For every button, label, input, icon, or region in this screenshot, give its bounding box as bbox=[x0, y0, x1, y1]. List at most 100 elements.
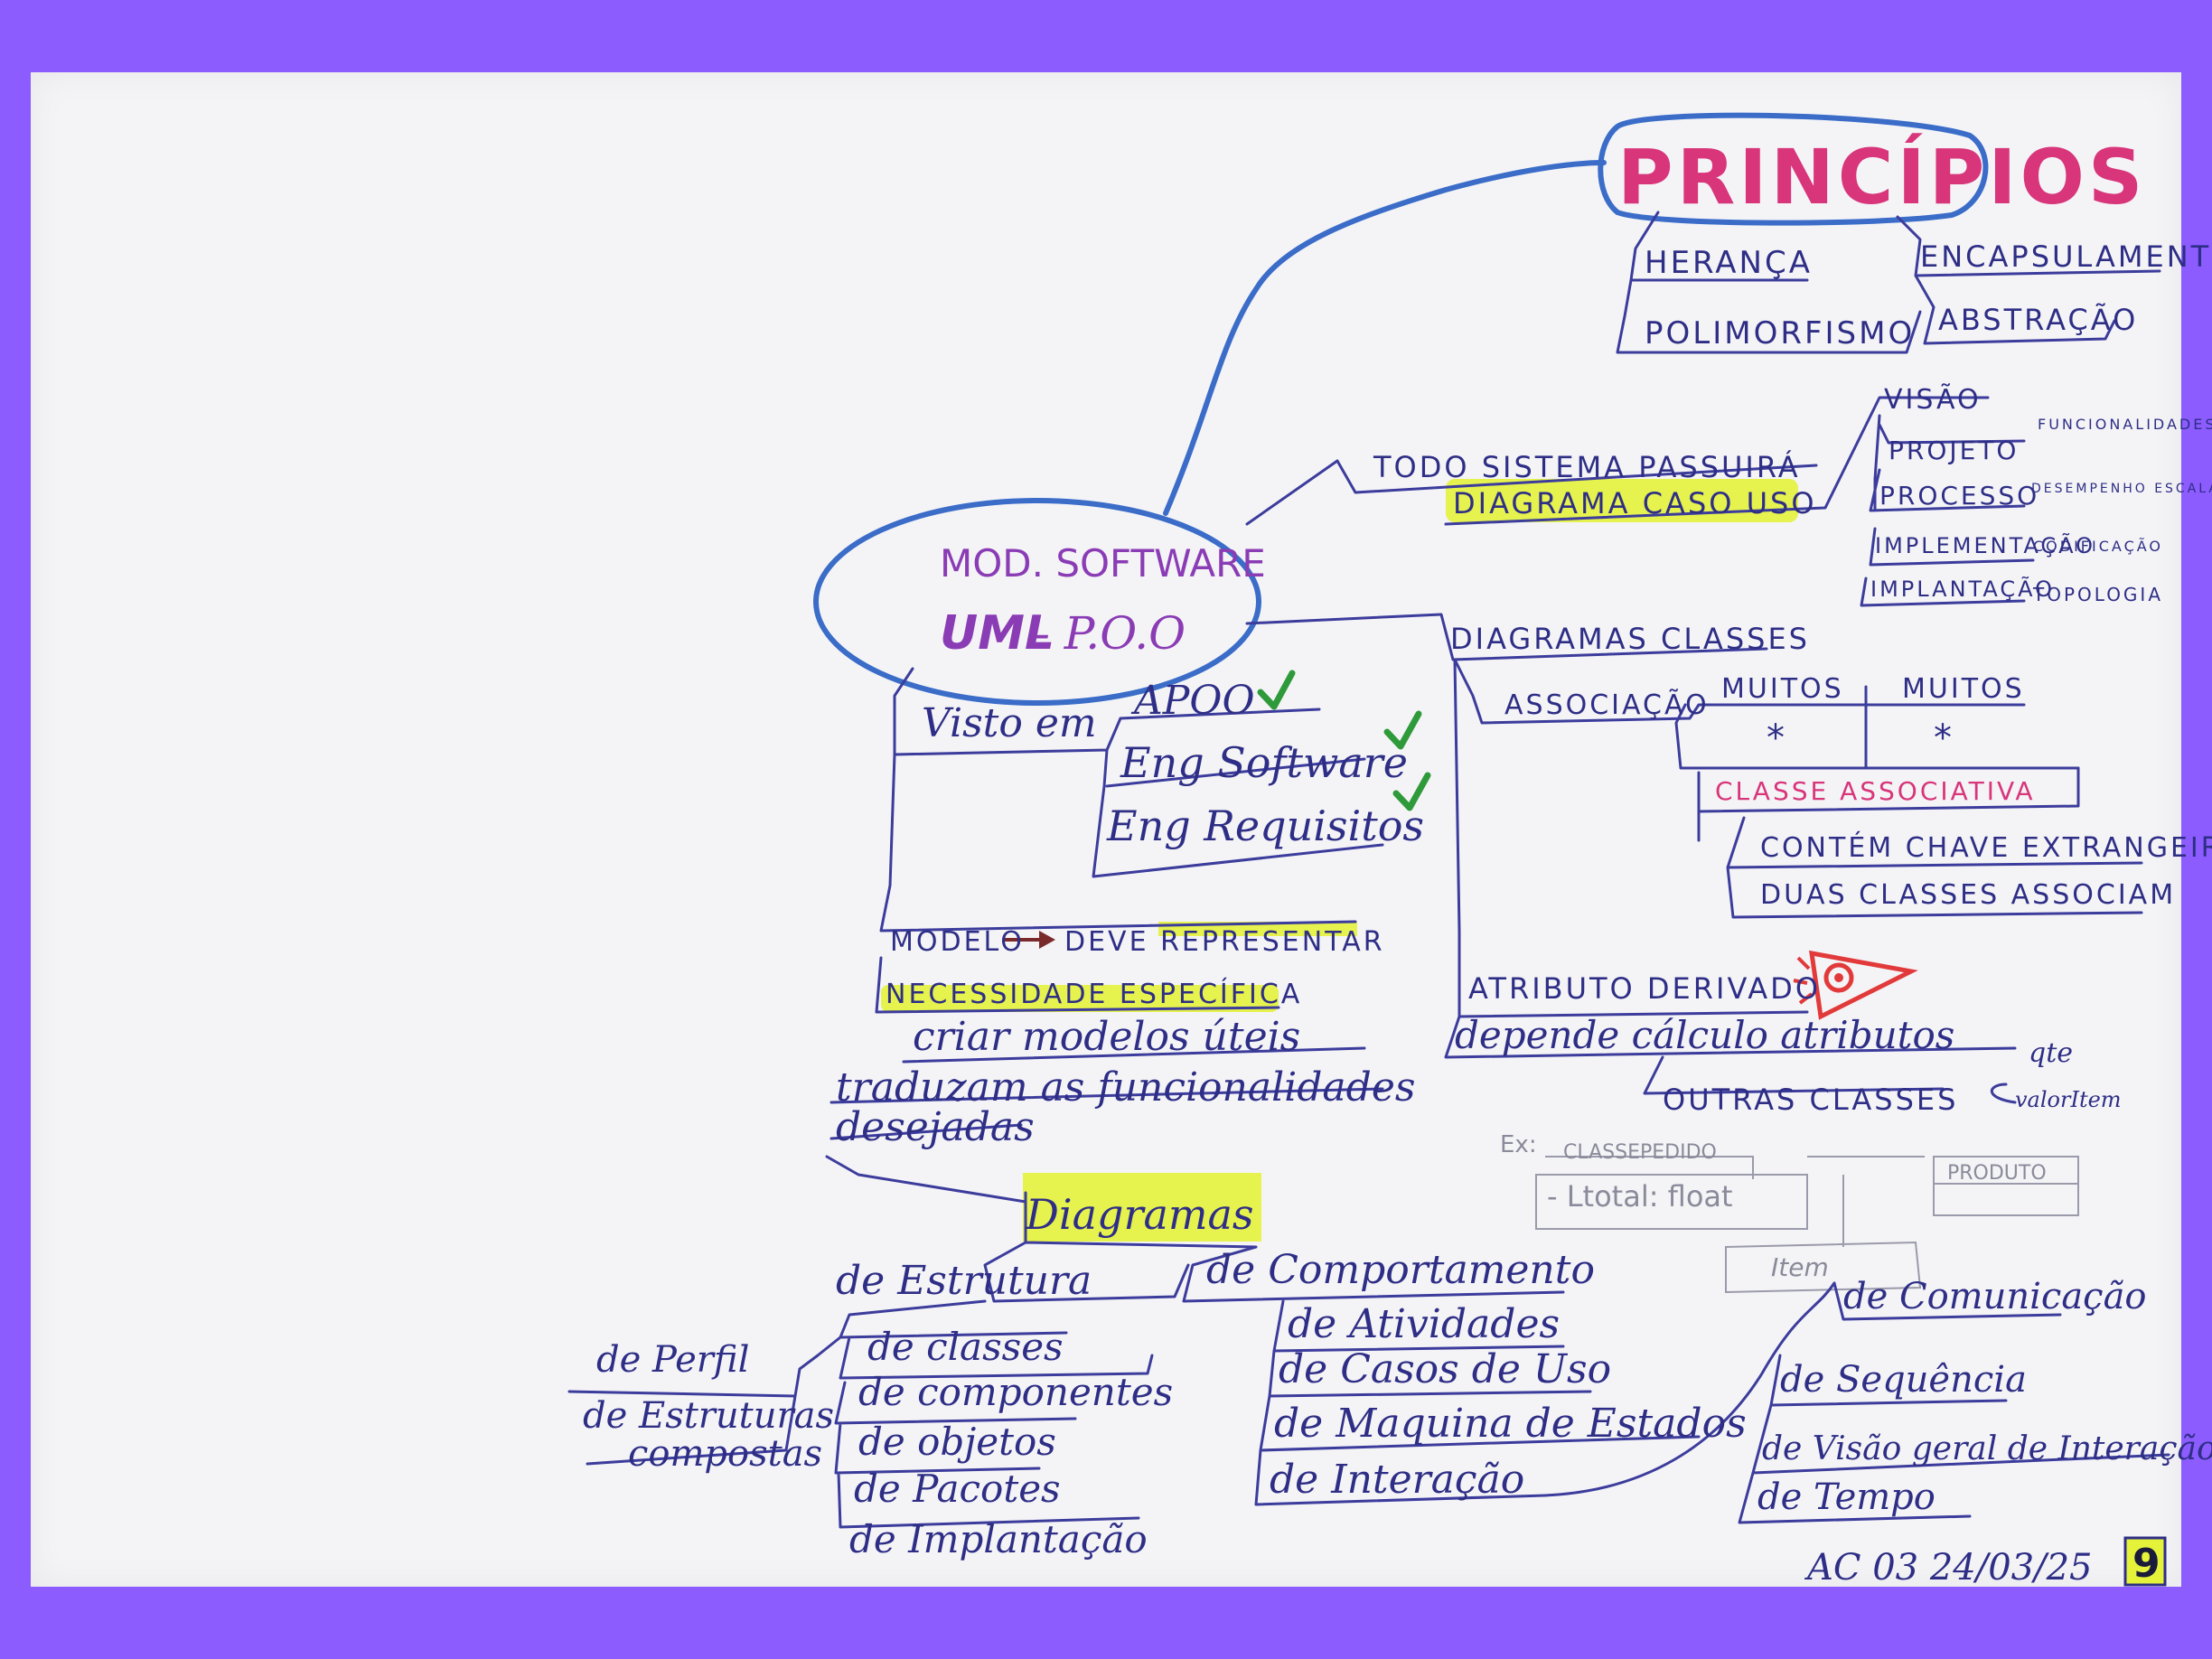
modelo-necessidade: NECESSIDADE ESPECÍFICA bbox=[886, 978, 1302, 1010]
estrutura-pacotes: de Pacotes bbox=[854, 1467, 1061, 1511]
todo-sistema: TODO SISTEMA PASSUIRÁ bbox=[1373, 450, 1801, 484]
comportamento-label: de Comportamento bbox=[1206, 1247, 1595, 1293]
modelo-traduzam: traduzam as funcionalidades bbox=[836, 1064, 1415, 1111]
atributo-branch bbox=[1444, 658, 2017, 1095]
view-visao: VISÃO bbox=[1884, 383, 1982, 416]
views-branch-lower bbox=[1860, 527, 2035, 607]
classes-duas: DUAS CLASSES ASSOCIAM bbox=[1760, 879, 2176, 911]
cloud-connector bbox=[1163, 160, 1607, 516]
view-projeto-note: FUNCIONALIDADES bbox=[2038, 416, 2212, 433]
view-implantacao: IMPLANTAÇÃO bbox=[1870, 575, 2055, 602]
eye-icon bbox=[1793, 950, 1918, 1020]
example-produto: PRODUTO bbox=[1947, 1162, 2047, 1185]
comportamento-items-lines bbox=[1254, 1281, 1836, 1506]
classes-star-2: * bbox=[1934, 717, 1954, 759]
diagramas-label: Diagramas bbox=[1025, 1190, 1254, 1239]
visto-em: Visto em bbox=[922, 700, 1097, 746]
views-branch bbox=[1869, 414, 2026, 512]
modelo-to-diagramas bbox=[825, 1155, 1027, 1204]
classes-qte: qte bbox=[2029, 1037, 2073, 1069]
principios-branch-right bbox=[1896, 215, 2161, 345]
estrutura-compostas: compostas bbox=[628, 1433, 822, 1475]
estrutura-classes: de classes bbox=[867, 1325, 1064, 1369]
example-ex: Ex: bbox=[1500, 1131, 1537, 1158]
assoc-class-box bbox=[1697, 766, 2080, 842]
classes-outras: OUTRAS CLASSES bbox=[1663, 1083, 1958, 1117]
perfil-lines bbox=[567, 1336, 842, 1466]
principio-abstracao: ABSTRAÇÃO bbox=[1938, 303, 2138, 337]
center-poo: - P.O.O bbox=[1035, 607, 1186, 660]
estrutura-label: de Estrutura bbox=[836, 1258, 1092, 1304]
comunicacao-label: de Comunicação bbox=[1843, 1276, 2147, 1317]
comportamento-atividades: de Atividades bbox=[1288, 1301, 1560, 1347]
principio-heranca: HERANÇA bbox=[1645, 245, 1813, 281]
diagrama-caso-uso: DIAGRAMA CASO USO bbox=[1453, 486, 1817, 520]
visto-eng-software: Eng Software bbox=[1120, 738, 1408, 787]
footer-reference: AC 03 24/03/25 bbox=[1804, 1547, 2092, 1589]
comunicacao-items-lines bbox=[1738, 1281, 2170, 1524]
classes-title: DIAGRAMAS CLASSES bbox=[1450, 622, 1810, 656]
comunicacao-sequencia: de Sequência bbox=[1780, 1359, 2027, 1401]
classes-contem: CONTÉM CHAVE EXTRANGEIRA bbox=[1760, 831, 2212, 864]
estrutura-items-lines bbox=[834, 1299, 1154, 1529]
classes-associacao: ASSOCIAÇÃO bbox=[1504, 689, 1710, 721]
estrutura-implantacao: de Implantação bbox=[849, 1517, 1148, 1561]
view-processo-note: DESEMPENHO ESCALABILIDADE bbox=[2031, 482, 2212, 496]
modelo-label: MODELO bbox=[890, 926, 1025, 958]
classes-muitos-2: MUITOS bbox=[1902, 673, 2025, 705]
visto-eng-requisitos: Eng Requisitos bbox=[1106, 801, 1424, 850]
diagramas-branch bbox=[983, 1191, 1565, 1303]
view-processo: PROCESSO bbox=[1879, 481, 2039, 511]
example-classe-pedido: CLASSEPEDIDO bbox=[1563, 1141, 1717, 1164]
assoc-table bbox=[1674, 685, 2080, 770]
principios-branch-left bbox=[1616, 211, 1922, 354]
comunicacao-tempo: de Tempo bbox=[1757, 1476, 1936, 1518]
principio-encapsulamento: ENCAPSULAMENTO bbox=[1920, 239, 2212, 274]
classes-associativa: CLASSE ASSOCIATIVA bbox=[1715, 776, 2036, 806]
view-implementacao-note: CODIFICAÇÃO bbox=[2033, 538, 2163, 555]
modelo-deve-representar: DEVE REPRESENTAR bbox=[1064, 926, 1385, 958]
visto-apoo: APOO bbox=[1130, 678, 1255, 724]
center-title: MOD. SOFTWARE bbox=[940, 541, 1266, 586]
view-implementacao: IMPLEMENTAÇÃO bbox=[1875, 531, 2095, 558]
center-cloud bbox=[813, 498, 1261, 706]
example-item: Item bbox=[1771, 1252, 1829, 1282]
classes-atributo-derivado: ATRIBUTO DERIVADO bbox=[1468, 971, 1821, 1006]
classes-depende: depende cálculo atributos bbox=[1455, 1013, 1954, 1057]
comportamento-casos-uso: de Casos de Uso bbox=[1279, 1346, 1611, 1392]
estrutura-componentes: de componentes bbox=[858, 1370, 1173, 1414]
check-icon-eng-requisitos bbox=[1392, 772, 1431, 811]
check-icon-eng-software bbox=[1383, 710, 1422, 750]
footer-page-number: 9 bbox=[2132, 1541, 2160, 1587]
comportamento-maquina-estados: de Maquina de Estados bbox=[1274, 1401, 1747, 1447]
example-pencil-boxes bbox=[1535, 1156, 2079, 1294]
modelo-desejadas: desejadas bbox=[836, 1104, 1035, 1150]
estrutura-estruturas: de Estruturas bbox=[583, 1395, 834, 1437]
principios-cloud bbox=[1598, 112, 1989, 226]
estrutura-objetos: de objetos bbox=[858, 1420, 1056, 1464]
classes-star-1: * bbox=[1767, 717, 1787, 759]
classes-branch bbox=[1245, 613, 2026, 725]
estrutura-perfil: de Perfil bbox=[596, 1339, 749, 1381]
comunicacao-visao-geral: de Visão geral de Interação bbox=[1762, 1430, 2212, 1467]
classes-muitos-1: MUITOS bbox=[1721, 673, 1844, 705]
assoc-details bbox=[1726, 816, 2143, 919]
arrow-head-icon bbox=[1039, 931, 1055, 949]
qte-arrow bbox=[1990, 1083, 2017, 1104]
view-implantacao-note: TOPOLOGIA bbox=[2032, 584, 2163, 605]
highlight-necessidade bbox=[881, 985, 1279, 1012]
classes-valoritem: valorItem bbox=[2015, 1087, 2122, 1112]
modelo-criar: criar modelos úteis bbox=[913, 1014, 1300, 1060]
example-total: - Ltotal: float bbox=[1547, 1179, 1733, 1214]
comportamento-interacao: de Interação bbox=[1270, 1457, 1524, 1503]
highlight-diagramas bbox=[1023, 1173, 1261, 1242]
paper-sheet bbox=[31, 72, 2181, 1587]
check-icon-apoo bbox=[1257, 670, 1296, 710]
page-number-box bbox=[2123, 1536, 2167, 1587]
view-projeto: PROJETO bbox=[1889, 436, 2019, 465]
center-uml: UML bbox=[940, 606, 1054, 661]
modelo-branch bbox=[830, 753, 1384, 1140]
todo-branch bbox=[1245, 396, 1990, 526]
